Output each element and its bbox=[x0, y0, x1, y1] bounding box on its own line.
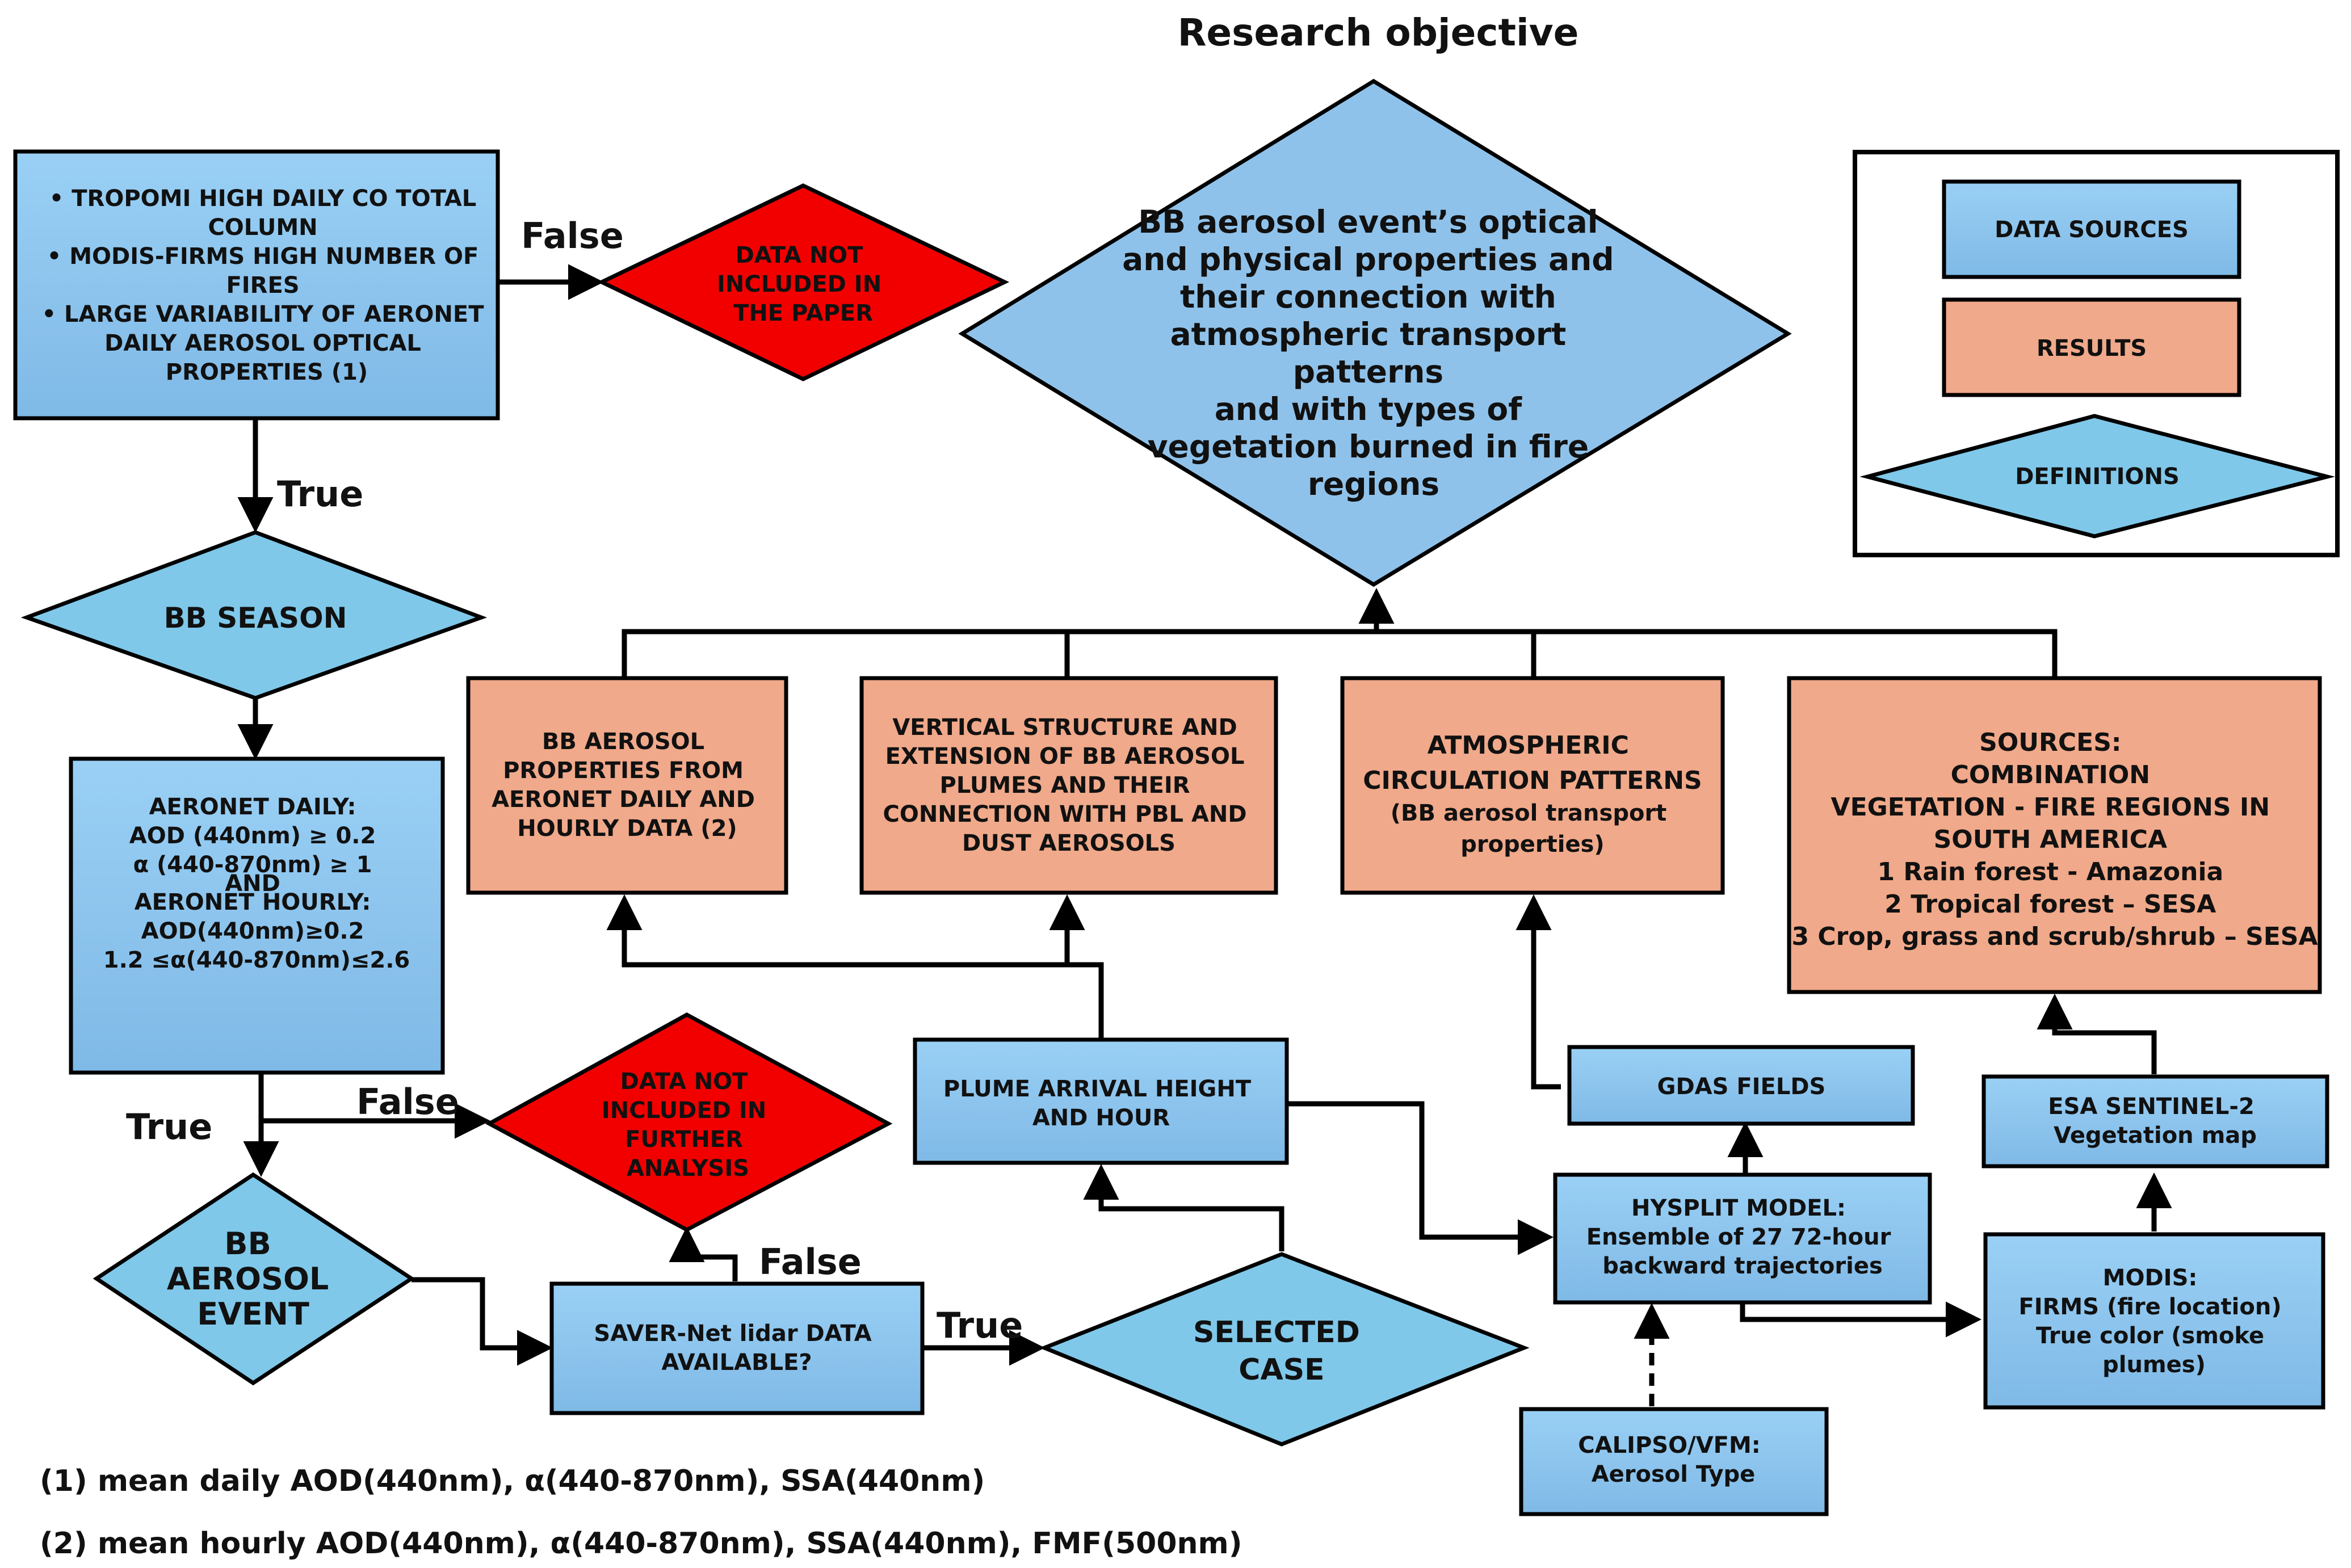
arrow-saver-to-excluded bbox=[669, 1226, 738, 1281]
excluded-from-paper-diamond bbox=[597, 183, 1010, 381]
result-circulation-patterns-text: ATMOSPHERIC CIRCULATION PATTERNS bbox=[1363, 731, 1702, 795]
bb-aerosol-event-diamond bbox=[93, 1172, 415, 1386]
legend-definitions-swatch bbox=[1859, 414, 2335, 539]
arrow-plume-to-result1 bbox=[606, 894, 1104, 1039]
legend-definitions-label: DEFINITIONS bbox=[2015, 464, 2180, 490]
aeronet-threshold-text: AERONET DAILY: AOD (440nm) ≥ 0.2 α (440-… bbox=[103, 794, 410, 973]
excluded-from-analysis-text: DATA NOT INCLUDED IN FURTHER ANALYSIS bbox=[602, 1069, 774, 1182]
sentinel-box bbox=[1981, 1074, 2329, 1168]
label-true-saver: True bbox=[937, 1305, 1023, 1346]
selected-case-diamond bbox=[1039, 1252, 1530, 1447]
result-bb-aerosol-properties-text: BB AEROSOL PROPERTIES FROM AERONET DAILY… bbox=[492, 729, 763, 842]
research-objective-diamond bbox=[958, 78, 1792, 587]
label-false-aeronet: False bbox=[356, 1081, 459, 1123]
result-sources-text: SOURCES: COMBINATION VEGETATION - FIRE R… bbox=[1791, 728, 2318, 951]
calipso-text: CALIPSO/VFM: Aerosol Type bbox=[1578, 1432, 1768, 1487]
bb-season-text: BB SEASON bbox=[164, 602, 347, 634]
page-title: Research objective bbox=[1178, 11, 1579, 54]
saver-net-box bbox=[549, 1281, 925, 1415]
label-true-aeronet: True bbox=[126, 1106, 212, 1147]
result-vertical-structure-text: VERTICAL STRUCTURE AND EXTENSION OF BB A… bbox=[883, 714, 1254, 856]
excluded-from-analysis-diamond bbox=[485, 1012, 893, 1232]
result-bb-aerosol-properties-box bbox=[466, 676, 788, 895]
legend-results-swatch bbox=[1942, 297, 2241, 397]
result-vertical-structure-box bbox=[859, 676, 1278, 895]
hysplit-model-text: HYSPLIT MODEL: Ensemble of 27 72-hour ba… bbox=[1586, 1195, 1899, 1279]
footnote-2: (2) mean hourly AOD(440nm), α(440-870nm)… bbox=[40, 1527, 1242, 1561]
arrow-selected-to-plume bbox=[1083, 1164, 1284, 1251]
research-objective-text: BB aerosol event’s optical and physical … bbox=[1122, 204, 1625, 502]
legend-data-sources-label: DATA SOURCES bbox=[1995, 217, 2189, 243]
selected-case-text: SELECTED CASE bbox=[1193, 1315, 1370, 1387]
plume-arrival-text: PLUME ARRIVAL HEIGHT AND HOUR bbox=[943, 1076, 1259, 1131]
result-circulation-patterns-subtext: (BB aerosol transport properties) bbox=[1391, 800, 1674, 857]
bb-season-diamond bbox=[20, 530, 488, 700]
plume-arrival-box bbox=[913, 1037, 1289, 1165]
arrow-sentinel-to-result4 bbox=[2037, 994, 2157, 1074]
connectors bbox=[237, 264, 2172, 1406]
aeronet-threshold-box bbox=[69, 756, 445, 1075]
excluded-from-paper-text: DATA NOT INCLUDED IN THE PAPER bbox=[717, 242, 889, 326]
modis-box bbox=[1983, 1232, 2325, 1410]
arrow-gdas-to-result3 bbox=[1515, 894, 1561, 1090]
modis-text: MODIS: FIRMS (fire location) True color … bbox=[2018, 1265, 2289, 1378]
arrow-hysplit-to-modis bbox=[1740, 1300, 1981, 1338]
hysplit-model-box bbox=[1553, 1172, 1932, 1305]
bb-aerosol-event-text: BB AEROSOL EVENT bbox=[167, 1226, 339, 1332]
legend-results-label: RESULTS bbox=[2037, 335, 2147, 361]
selection-criteria-box bbox=[13, 149, 500, 421]
arrow-event-to-saver bbox=[412, 1277, 553, 1366]
saver-net-text: SAVER-Net lidar DATA AVAILABLE? bbox=[594, 1321, 879, 1376]
result-sources-box bbox=[1787, 676, 2322, 994]
gdas-fields-box bbox=[1567, 1045, 1915, 1126]
legend-data-sources-swatch bbox=[1942, 179, 2241, 279]
footnote-1: (1) mean daily AOD(440nm), α(440-870nm),… bbox=[40, 1464, 985, 1498]
calipso-box bbox=[1519, 1407, 1829, 1516]
sentinel-text: ESA SENTINEL-2 Vegetation map bbox=[2048, 1094, 2262, 1149]
label-true-criteria: True bbox=[277, 473, 363, 515]
gdas-fields-text: GDAS FIELDS bbox=[1657, 1074, 1826, 1100]
selection-criteria-text: • TROPOMI HIGH DAILY CO TOTAL COLUMN • M… bbox=[42, 186, 492, 385]
label-false-saver: False bbox=[759, 1241, 862, 1283]
label-false-criteria: False bbox=[521, 215, 624, 257]
results-bus bbox=[622, 629, 2058, 676]
arrow-plume-to-hysplit bbox=[1286, 1101, 1554, 1255]
result-circulation-patterns-box bbox=[1340, 676, 1725, 895]
